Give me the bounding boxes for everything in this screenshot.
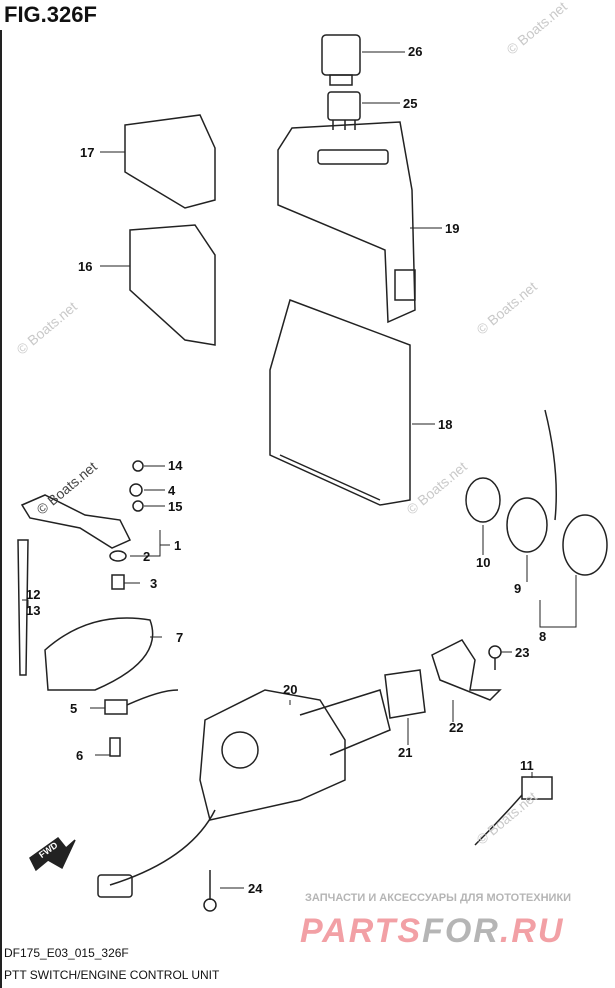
tie-12 [17,539,29,676]
callout-5[interactable]: 5 [70,701,78,716]
callout-13[interactable]: 13 [26,603,41,618]
callout-10[interactable]: 10 [476,555,491,570]
diagram-code: DF175_E03_015_326F [4,946,129,960]
callout-21[interactable]: 21 [398,745,413,760]
callout-16[interactable]: 16 [78,259,93,274]
bolt-24 [203,870,217,912]
figure-title: FIG.326F [4,2,97,27]
relay-26 [321,34,361,86]
callout-23[interactable]: 23 [515,645,530,660]
callout-9[interactable]: 9 [514,581,522,596]
callout-17[interactable]: 17 [80,145,95,160]
frame-border [0,30,2,988]
callout-6[interactable]: 6 [76,748,84,763]
partsfor-logo[interactable]: PARTSFOR.RU [300,912,564,951]
bolt-23 [488,645,502,670]
switch-8 [544,409,608,576]
callout-14[interactable]: 14 [168,458,183,473]
callout-20[interactable]: 20 [283,682,298,697]
switch-1 [20,494,132,590]
harness-11 [474,776,553,846]
logo-part-c: .RU [499,912,565,950]
partsfor-tagline: ЗАПЧАСТИ И АКСЕССУАРЫ ДЛЯ МОТОТЕХНИКИ [305,892,572,904]
callout-2[interactable]: 2 [143,549,151,564]
leader-lines [22,51,577,889]
callout-24[interactable]: 24 [248,881,263,896]
oring-9 [506,497,548,553]
callout-12[interactable]: 12 [26,587,41,602]
cover-7 [44,617,154,691]
logo-part-a: PARTS [300,912,423,950]
module-16 [129,224,216,346]
callout-19[interactable]: 19 [445,221,460,236]
callout-3[interactable]: 3 [150,576,158,591]
grommet-21 [384,669,426,719]
diagram-title: PTT SWITCH/ENGINE CONTROL UNIT [4,968,220,982]
bracket-22 [431,639,502,701]
callout-7[interactable]: 7 [176,630,184,645]
callout-26[interactable]: 26 [408,44,423,59]
callout-18[interactable]: 18 [438,417,453,432]
callout-15[interactable]: 15 [168,499,183,514]
sensor-5 [104,689,179,757]
ecu-cover-19 [277,121,416,324]
callout-4[interactable]: 4 [168,483,176,498]
bolt-14 [129,460,144,512]
fwd-arrow [29,836,76,872]
callout-25[interactable]: 25 [403,96,418,111]
logo-part-b: FOR [422,912,500,950]
case-17 [124,114,216,209]
callout-8[interactable]: 8 [539,629,547,644]
ecu-18 [269,299,411,506]
grommet-10 [465,477,501,523]
motor-20 [97,689,391,898]
callout-22[interactable]: 22 [449,720,464,735]
callout-11[interactable]: 11 [520,758,534,773]
callout-1[interactable]: 1 [174,538,182,553]
